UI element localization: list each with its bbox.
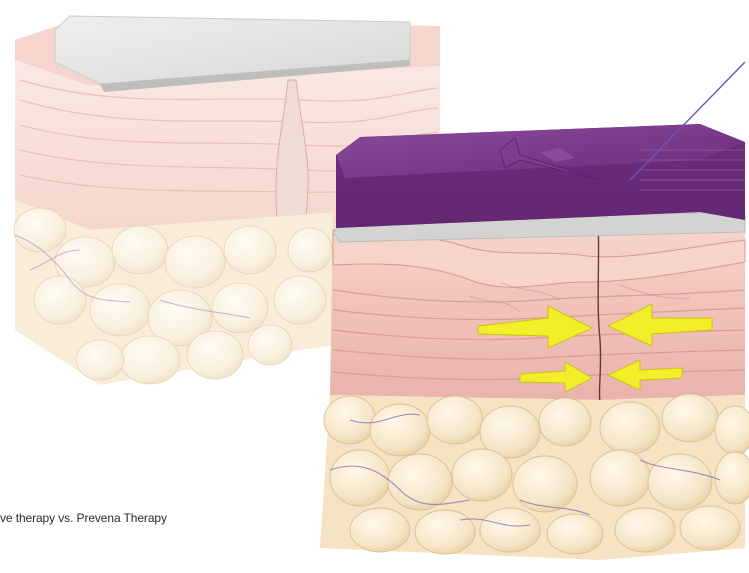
foam-dressing-icon (336, 124, 745, 228)
right-skin-block (320, 62, 749, 560)
figure-caption: ve therapy vs. Prevena Therapy (0, 511, 167, 525)
